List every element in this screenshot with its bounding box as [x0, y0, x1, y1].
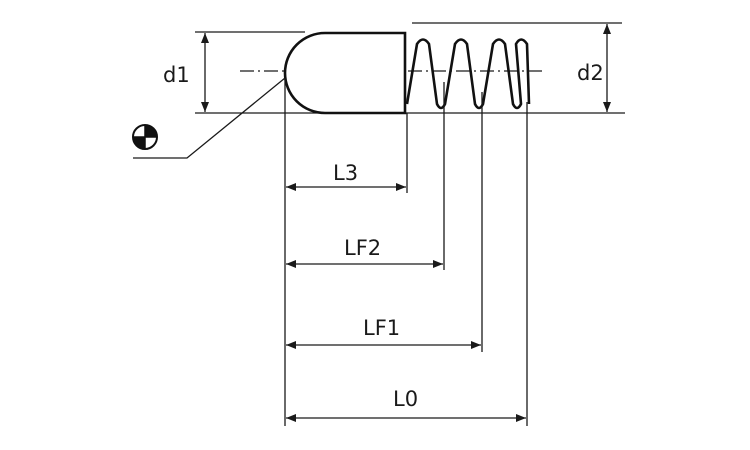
- d1-label: d1: [163, 63, 190, 87]
- l0-label: L0: [393, 387, 418, 411]
- d2-label: d2: [577, 61, 604, 85]
- leader-line: [133, 77, 286, 159]
- spring: [405, 38, 531, 110]
- lf2-label: LF2: [344, 236, 381, 260]
- plunger-body: [283, 31, 407, 115]
- lf1-label: LF1: [363, 316, 400, 340]
- quadrant-symbol-icon: [132, 124, 158, 150]
- l3-label: L3: [333, 161, 358, 185]
